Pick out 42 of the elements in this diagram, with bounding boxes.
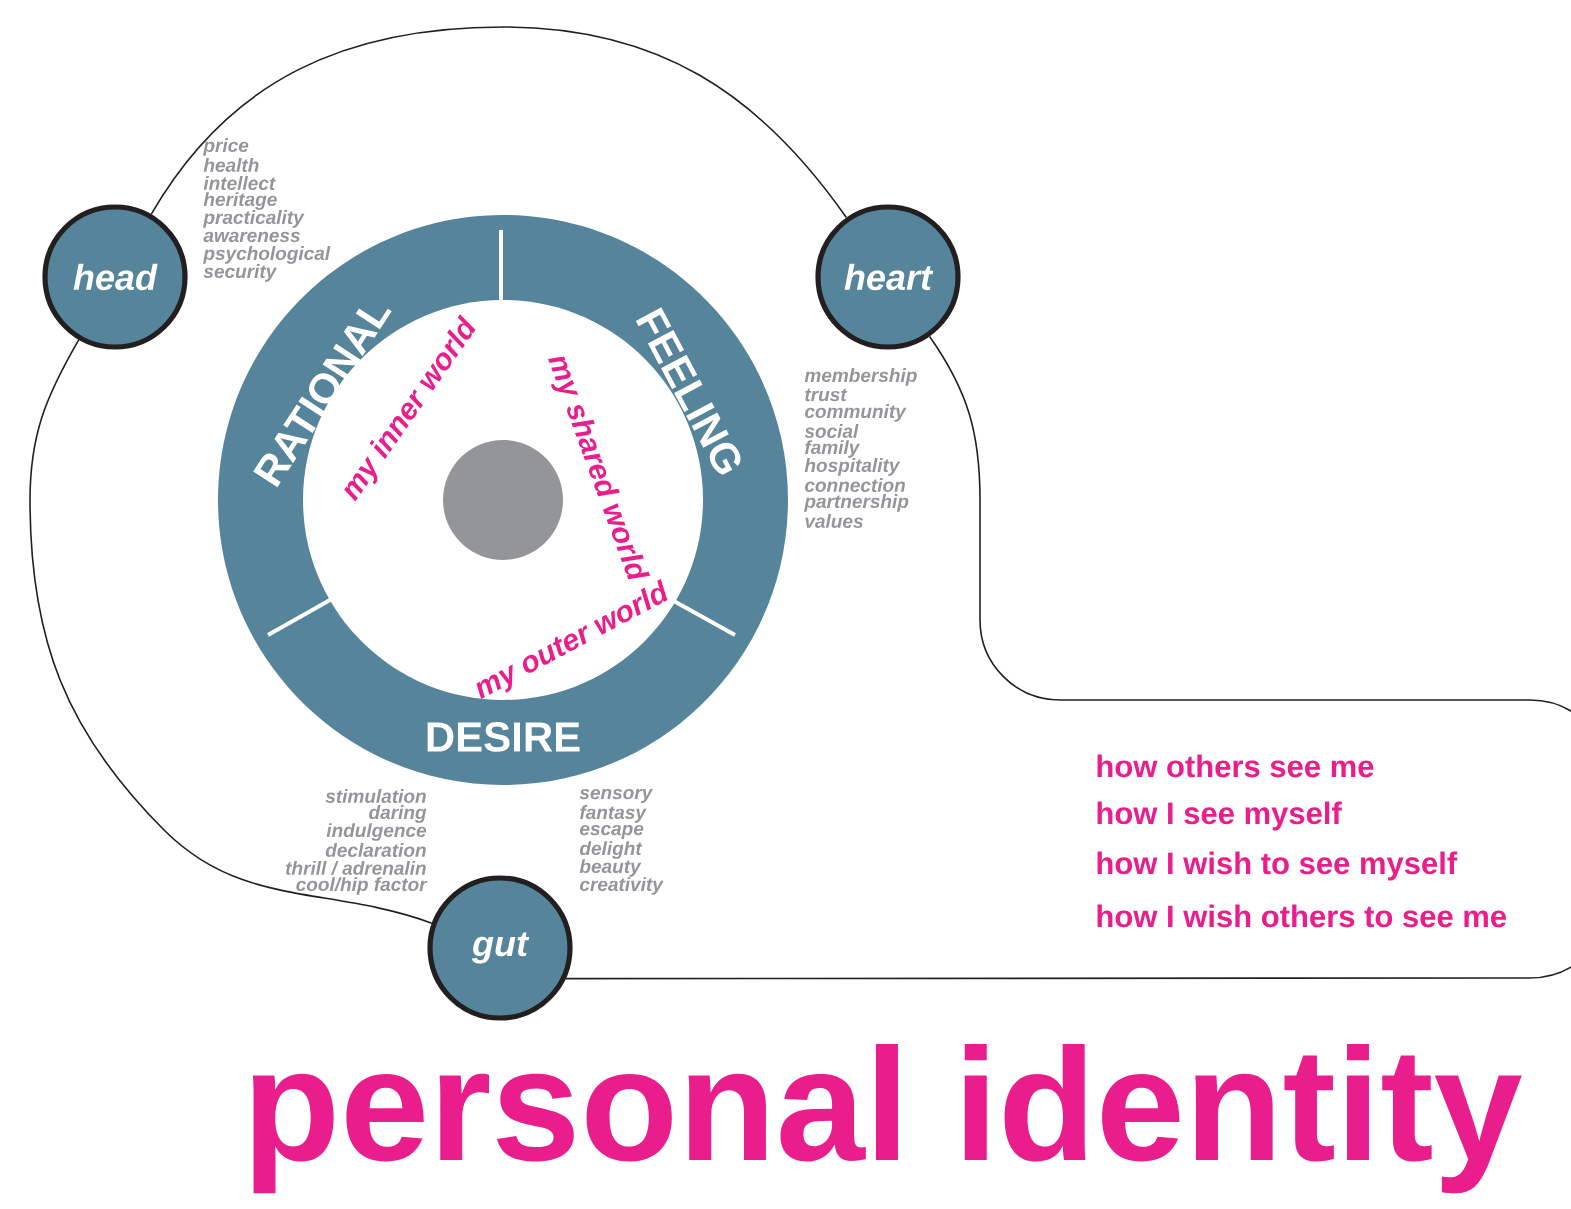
outline-line xyxy=(150,26,848,219)
keyword: creativity xyxy=(580,877,664,895)
statement: how I see myself xyxy=(1097,801,1342,831)
keyword: family xyxy=(805,440,861,458)
keyword: hospitality xyxy=(804,458,901,476)
keyword: thrill / adrenalin xyxy=(285,860,426,876)
statement: how others see me xyxy=(1097,754,1374,778)
keyword: sensory xyxy=(579,788,654,804)
circle-node: head xyxy=(42,204,188,350)
title: personal identity xyxy=(252,1044,1522,1194)
keyword: intellect xyxy=(203,176,276,190)
keyword: delight xyxy=(579,841,643,859)
statement: how I wish to see myself xyxy=(1097,851,1458,881)
circle-node: heart xyxy=(815,204,961,350)
keyword: fantasy xyxy=(580,805,647,823)
circle-node: gut xyxy=(427,875,573,1021)
keyword: indulgence xyxy=(326,823,427,841)
keyword: trust xyxy=(805,388,848,402)
statement: how I wish others to see me xyxy=(1097,904,1507,928)
keyword: community xyxy=(805,404,907,422)
keyword: awareness xyxy=(203,231,300,243)
ring-label: DESIRE xyxy=(427,722,580,752)
keyword: partnership xyxy=(804,494,909,512)
keyword: connection xyxy=(805,478,905,492)
keyword: escape xyxy=(580,824,644,840)
keyword: values xyxy=(805,514,863,528)
center-dot xyxy=(443,440,563,560)
keyword: cool/hip factor xyxy=(296,877,428,895)
keyword: membership xyxy=(804,368,917,386)
keyword: daring xyxy=(369,805,427,823)
keyword: price xyxy=(203,138,249,156)
keyword: security xyxy=(203,264,278,282)
keyword: declaration xyxy=(325,843,426,857)
keyword: beauty xyxy=(579,859,642,877)
keyword: psychological xyxy=(203,246,331,264)
keyword: social xyxy=(804,424,859,438)
outline-line xyxy=(565,335,1571,980)
keyword: health xyxy=(203,158,259,172)
keyword: stimulation xyxy=(325,789,426,803)
keyword: practicality xyxy=(203,210,305,228)
keyword: heritage xyxy=(203,192,277,210)
outline-line xyxy=(29,339,433,924)
